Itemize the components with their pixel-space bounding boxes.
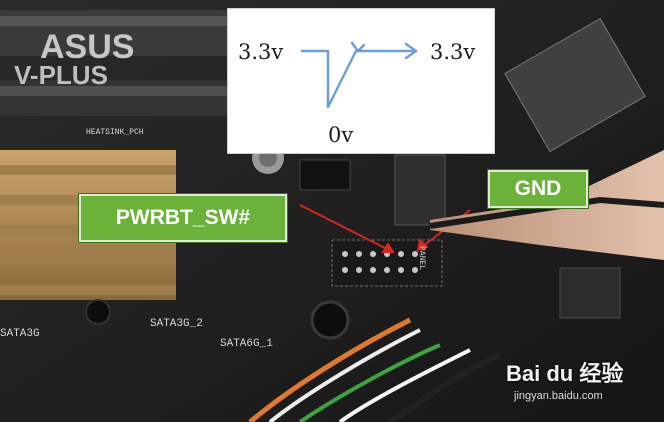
heatsink-label: HEATSINK_PCH <box>86 128 144 137</box>
sata-label-b: SATA3G_2 <box>150 318 203 330</box>
sata-label-a: SATA3G <box>0 328 40 340</box>
signal-waveform <box>300 41 418 109</box>
board-brand-text: ASUS <box>40 28 135 66</box>
gnd-callout: GND <box>488 170 588 208</box>
waveform-arrowhead <box>404 42 418 60</box>
sata-label-c: SATA6G_1 <box>220 338 273 350</box>
panel-label: PANEL <box>417 246 426 271</box>
right-voltage-label: 3.3v <box>430 40 476 64</box>
low-voltage-label: 0v <box>328 123 354 147</box>
baidu-watermark-url: jingyan.baidu.com <box>514 390 603 402</box>
baidu-watermark: Bai du 经验 <box>506 361 624 386</box>
waveform-rise-arrowhead <box>350 41 366 53</box>
waveform-line <box>300 49 418 109</box>
signal-inset: 3.3v 3.3v 0v <box>227 8 495 154</box>
pwrbt-callout: PWRBT_SW# <box>79 194 287 242</box>
board-model-text: V-PLUS <box>14 60 108 90</box>
left-voltage-label: 3.3v <box>238 40 284 64</box>
